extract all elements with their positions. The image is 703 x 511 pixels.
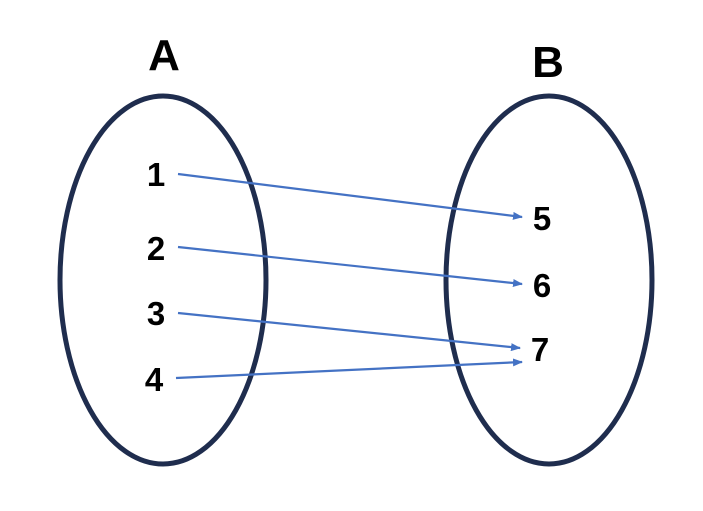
set-a-label: A [148,31,180,80]
set-a-element-4: 4 [145,361,164,398]
mapping-arrow-2-to-6 [177,245,523,288]
set-a-element-3: 3 [147,295,165,332]
mapping-arrow-3-to-7 [177,311,521,352]
set-a-element-1: 1 [147,156,165,193]
mapping-arrow-4-to-7 [175,358,523,380]
set-b-element-7: 7 [531,331,549,368]
set-b-element-5: 5 [533,200,551,237]
set-b-label: B [532,38,564,87]
set-b-ellipse [443,93,655,467]
set-a-ellipse [57,93,269,467]
mapping-arrow-1-to-5 [177,172,523,220]
set-a-element-2: 2 [147,230,165,267]
set-b-element-6: 6 [533,267,551,304]
